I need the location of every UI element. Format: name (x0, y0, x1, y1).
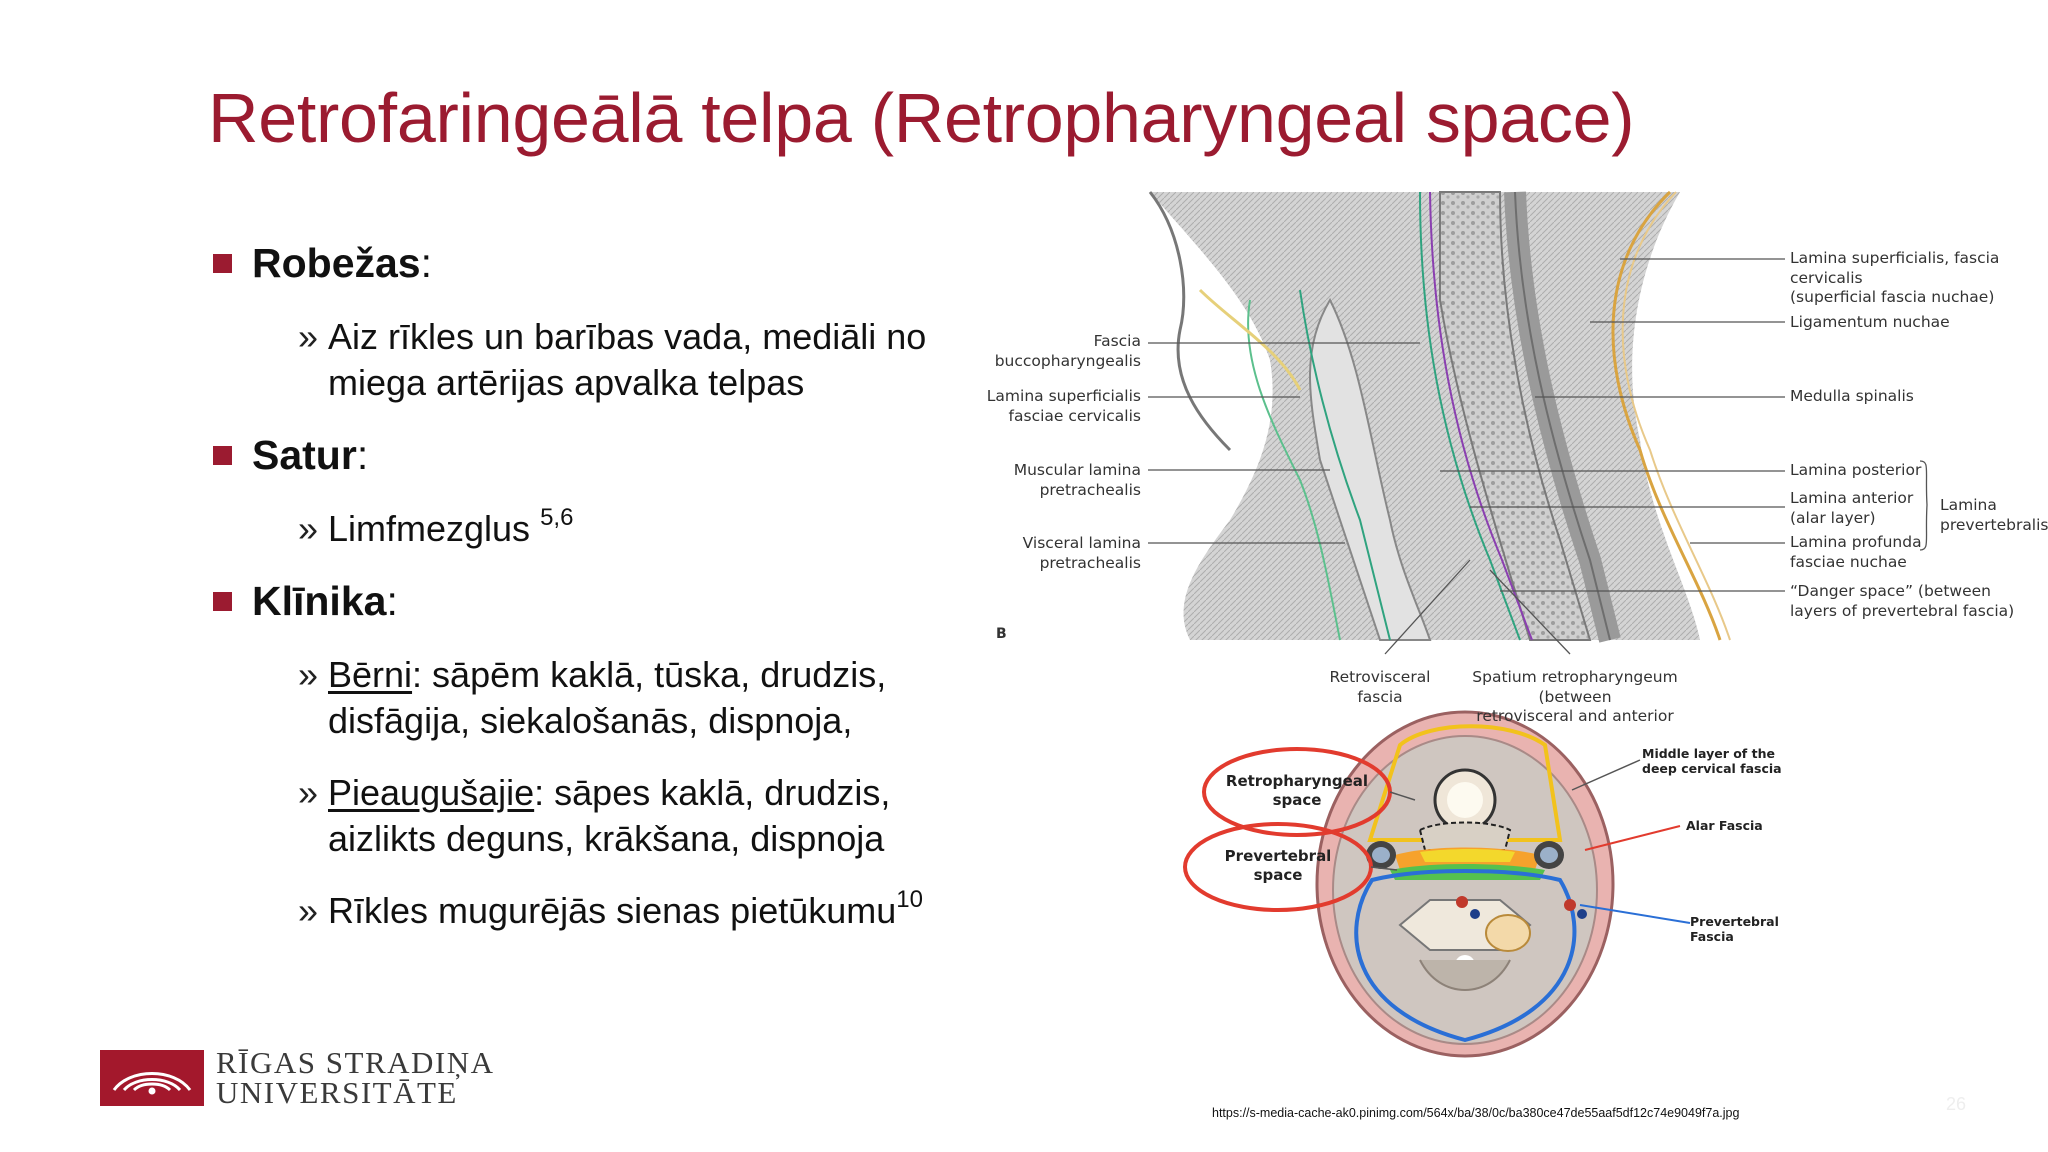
label-lamina-superficialis: Lamina superficialis fasciae cervicalis (986, 387, 1141, 425)
sub-bullet-swelling: » Rīkles mugurējās sienas pietūkumu10 (210, 888, 990, 934)
chevron-icon: » (298, 772, 319, 813)
sub-bullet-contents: » Limfmezglus 5,6 (210, 506, 990, 552)
sub-bullet-adults: » Pieaugušajie: sāpes kaklā, drudzis, ai… (298, 772, 891, 859)
square-bullet-icon (213, 254, 232, 273)
label-spatium-retropharyngeum: Spatium retropharyngeum (between retrovi… (1472, 668, 1678, 725)
bullet-satur: Satur: (210, 432, 990, 478)
bullet-label: Robežas (252, 240, 421, 286)
label-superficial-fascia-nuchae: Lamina superficialis, fascia cervicalis … (1790, 249, 2000, 306)
chevron-icon: » (298, 890, 319, 931)
square-bullet-icon (213, 446, 232, 465)
figure-label-b: B (996, 626, 1007, 642)
label-middle-layer-deep-cervical-fascia: Middle layer of the deep cervical fascia (1642, 746, 1782, 776)
label-muscular-lamina: Muscular lamina pretrachealis (1013, 461, 1141, 499)
label-retropharyngeal-space: Retropharyngeal space (1225, 772, 1369, 809)
label-prevertebral-fascia: Prevertebral Fascia (1690, 914, 1779, 944)
label-prevertebral-space: Prevertebral space (1224, 847, 1332, 884)
page-title: Retrofaringeālā telpa (Retropharyngeal s… (208, 79, 1635, 157)
bullet-robezas: Robežas: (210, 240, 990, 286)
university-logo: RĪGAS STRADIŅA UNIVERSITĀTE (100, 1045, 500, 1110)
label-ligamentum-nuchae: Ligamentum nuchae (1790, 313, 1950, 331)
label-visceral-lamina: Visceral lamina pretrachealis (1022, 534, 1141, 572)
axial-section (1183, 710, 1691, 1058)
label-medulla-spinalis: Medulla spinalis (1790, 387, 1914, 405)
bullet-label: Klīnika (252, 578, 387, 624)
chevron-icon: » (298, 654, 319, 695)
label-lamina-anterior: Lamina anterior (alar layer) (1790, 489, 1914, 527)
image-source-url: https://s-media-cache-ak0.pinimg.com/564… (1212, 1106, 1740, 1120)
chevron-icon: » (298, 316, 319, 357)
chevron-icon: » (298, 508, 319, 549)
rsu-logo-icon (100, 1050, 204, 1106)
square-bullet-icon (213, 592, 232, 611)
label-alar-fascia: Alar Fascia (1686, 818, 1763, 833)
label-lamina-profunda: Lamina profunda fasciae nuchae (1790, 533, 1922, 571)
label-fascia-buccopharyngealis: Fascia buccopharyngealis (994, 332, 1141, 370)
sagittal-section (1148, 190, 1731, 643)
left-leader-lines (1148, 258, 1928, 655)
page-number: 26 (1946, 1094, 1967, 1114)
bullet-label: Satur (252, 432, 357, 478)
logo-text: RĪGAS STRADIŅA UNIVERSITĀTE (216, 1045, 495, 1110)
label-retrovisceral-fascia: Retrovisceral fascia (1329, 668, 1431, 706)
bullet-klinika: Klīnika: (210, 578, 990, 624)
label-danger-space: “Danger space” (between layers of prever… (1790, 582, 2015, 620)
sub-bullet-children: » Bērni: sāpēm kaklā, tūska, drudzis, di… (298, 654, 887, 741)
label-lamina-prevertebralis: Lamina prevertebralis (1940, 496, 2048, 534)
sub-bullet-boundaries: » Aiz rīkles un barības vada, mediāli no… (298, 316, 927, 403)
bullet-list: Robežas: » Aiz rīkles un barības vada, m… (210, 240, 990, 960)
label-lamina-posterior: Lamina posterior (1790, 461, 1922, 479)
